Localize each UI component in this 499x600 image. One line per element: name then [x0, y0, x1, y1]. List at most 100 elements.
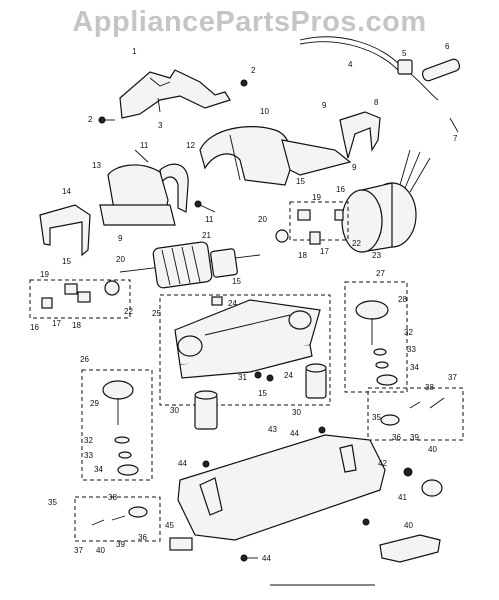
callout-2: 2	[251, 66, 256, 75]
callout-20: 20	[258, 215, 267, 224]
callout-45: 45	[165, 521, 174, 530]
callout-22: 22	[352, 239, 361, 248]
callout-34: 34	[410, 363, 419, 372]
part-24	[211, 296, 274, 382]
callout-35b: 35	[48, 498, 57, 507]
callout-9: 9	[322, 101, 327, 110]
callout-15c: 15	[232, 277, 241, 286]
watermark: AppliancePartsPros.com	[72, 6, 427, 38]
callout-31: 31	[238, 373, 247, 382]
callout-19: 19	[312, 193, 321, 202]
callout-3: 3	[158, 121, 163, 130]
callout-44c: 44	[262, 554, 271, 563]
callout-40: 40	[428, 445, 437, 454]
callout-44b: 44	[178, 459, 187, 468]
callout-40c: 40	[404, 521, 413, 530]
part-guide-40	[379, 534, 441, 563]
callout-13: 13	[92, 161, 101, 170]
callout-10: 10	[260, 107, 269, 116]
callout-20b: 20	[116, 255, 125, 264]
callout-6: 6	[445, 42, 450, 51]
callout-8: 8	[374, 98, 379, 107]
callout-32b: 32	[84, 436, 93, 445]
callout-30: 30	[170, 406, 179, 415]
part-cord-4	[299, 36, 439, 101]
part-bracket-8	[339, 111, 381, 159]
part-screw-44	[202, 426, 370, 562]
callout-15: 15	[296, 177, 305, 186]
callout-15d: 15	[258, 389, 267, 398]
callout-18b: 18	[72, 321, 81, 330]
callout-24b: 24	[284, 371, 293, 380]
callout-40b: 40	[96, 546, 105, 555]
part-12	[159, 163, 189, 213]
part-cover-13	[99, 164, 176, 226]
callout-33b: 33	[84, 451, 93, 460]
part-gear-stack-left	[81, 369, 153, 481]
callout-7: 7	[453, 134, 458, 143]
part-11	[134, 149, 216, 213]
callout-43: 43	[268, 425, 277, 434]
part-gear-case-25	[159, 294, 331, 406]
part-bracket-1	[119, 69, 231, 119]
callout-32: 32	[404, 328, 413, 337]
callout-17: 17	[320, 247, 329, 256]
callout-2b: 2	[88, 115, 93, 124]
part-base-plate-43	[177, 434, 386, 541]
callout-26: 26	[80, 355, 89, 364]
callout-15b: 15	[62, 257, 71, 266]
part-assembly-35-left	[74, 496, 161, 542]
callout-38: 38	[425, 383, 434, 392]
part-41	[403, 467, 443, 497]
callout-39b: 39	[116, 540, 125, 549]
callout-18: 18	[298, 251, 307, 260]
part-screw-2	[98, 79, 248, 124]
callout-25: 25	[152, 309, 161, 318]
part-6	[421, 58, 461, 82]
callout-12: 12	[186, 141, 195, 150]
part-gear-stack-right	[344, 281, 408, 393]
callout-35: 35	[372, 413, 381, 422]
callout-30b: 30	[292, 408, 301, 417]
part-7	[449, 117, 459, 133]
callout-11b: 11	[205, 215, 214, 224]
callout-29: 29	[90, 399, 99, 408]
callout-16: 16	[336, 185, 345, 194]
callout-36b: 36	[138, 533, 147, 542]
callout-4: 4	[348, 60, 353, 69]
callout-21: 21	[202, 231, 211, 240]
callout-labels: 1 2 3 2 4 5 6 7 8 9 9 10 11 11 12 13 14 …	[30, 42, 458, 563]
part-stator-23	[341, 149, 431, 253]
callout-17b: 17	[52, 319, 61, 328]
callout-37b: 37	[74, 546, 83, 555]
callout-39: 39	[410, 433, 419, 442]
callout-36: 36	[392, 433, 401, 442]
callout-28: 28	[398, 295, 407, 304]
callout-14: 14	[62, 187, 71, 196]
part-brush-assembly-left	[29, 279, 131, 319]
callout-5: 5	[402, 49, 407, 58]
callout-23: 23	[372, 251, 381, 260]
callout-38b: 38	[108, 493, 117, 502]
callout-41: 41	[398, 493, 407, 502]
callout-33: 33	[407, 345, 416, 354]
callout-44: 44	[290, 429, 299, 438]
callout-16b: 16	[30, 323, 39, 332]
part-brush-assembly-right	[275, 201, 349, 245]
part-assembly-35-right	[367, 387, 464, 441]
callout-42: 42	[378, 459, 387, 468]
callout-27: 27	[376, 269, 385, 278]
callout-19b: 19	[40, 270, 49, 279]
callout-37: 37	[448, 373, 457, 382]
part-armature-21	[119, 241, 261, 289]
callout-9c: 9	[118, 234, 123, 243]
callout-22b: 22	[124, 307, 133, 316]
callout-1: 1	[132, 47, 137, 56]
callout-24: 24	[228, 299, 237, 308]
callout-9b: 9	[352, 163, 357, 172]
part-45	[169, 537, 193, 551]
part-housing-10	[199, 126, 352, 186]
callout-34b: 34	[94, 465, 103, 474]
part-cylinder-30	[194, 363, 327, 430]
